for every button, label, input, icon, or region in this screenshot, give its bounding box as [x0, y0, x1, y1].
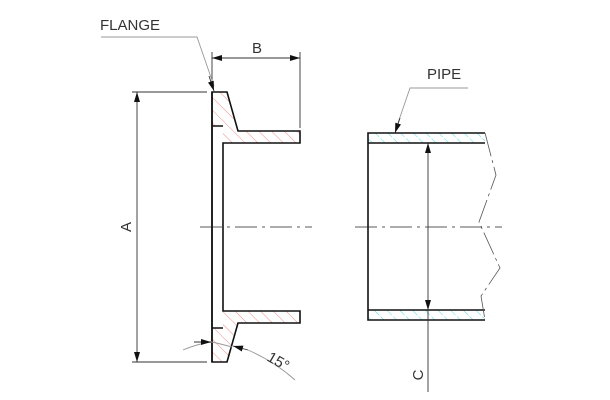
angle-dimension: 15°	[182, 339, 296, 381]
pipe-label: PIPE	[427, 66, 461, 83]
angle-label: 15°	[264, 349, 292, 375]
flange-label: FLANGE	[100, 17, 160, 34]
flange-step	[212, 125, 223, 329]
dimension-a-label: A	[118, 222, 135, 232]
pipe-leader: PIPE	[394, 66, 468, 134]
pipe-break-line	[478, 132, 501, 321]
flange-hatch-bottom	[212, 311, 300, 362]
pipe-section	[355, 132, 502, 321]
dimension-c: C	[410, 143, 431, 392]
flange-section	[200, 91, 312, 363]
dimension-c-label: C	[410, 369, 427, 380]
pipe-outline	[367, 132, 485, 321]
flange-hatch-top	[212, 92, 300, 143]
pipe-wall-top	[368, 133, 485, 143]
dimension-a: A	[118, 91, 207, 363]
dimension-b-label: B	[252, 40, 262, 57]
pipe-wall-bottom	[368, 310, 485, 320]
flange-outline	[211, 91, 301, 363]
flange-leader: FLANGE	[100, 17, 215, 92]
